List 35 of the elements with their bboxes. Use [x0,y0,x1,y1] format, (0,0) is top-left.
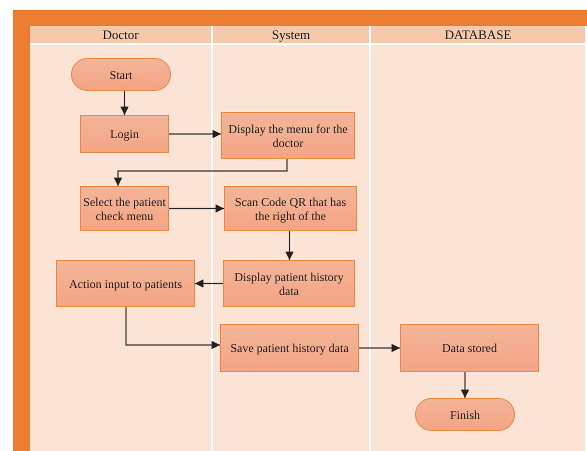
node-label: Data stored [442,341,497,355]
lane-title: System [213,26,369,45]
node-label: Save patient history data [230,341,349,355]
arrow [169,130,221,138]
process-box [400,324,539,372]
node-label: Action input to patients [69,276,182,290]
node-label: Finish [450,408,480,422]
node-label: Display the menu for the doctor [227,122,349,150]
terminal-pill [71,58,171,91]
lane-title: Doctor [30,26,211,45]
process-box [220,324,359,372]
arrow [359,344,400,352]
node-label: Select the patient check menu [83,194,166,222]
process-box [223,260,355,307]
node-label: Start [110,68,132,82]
arrow [195,279,223,288]
node-label: Login [110,127,139,141]
arrow [169,204,224,213]
process-box [224,186,357,231]
swimlane [371,26,587,451]
arrow [120,91,129,115]
arrow [460,372,470,398]
arrow [285,231,294,260]
arrow [114,159,288,186]
swimlane [30,26,213,451]
node-label: Scan Code QR that has the right of the [234,194,348,222]
terminal-pill [415,398,515,431]
lane-title: DATABASE [371,26,585,45]
swimlane [213,26,371,451]
node-label: Display patient history data [233,270,345,298]
process-box [80,115,169,153]
process-box [221,112,355,159]
process-box [80,186,169,231]
arrow [125,307,220,350]
process-box [56,260,195,307]
